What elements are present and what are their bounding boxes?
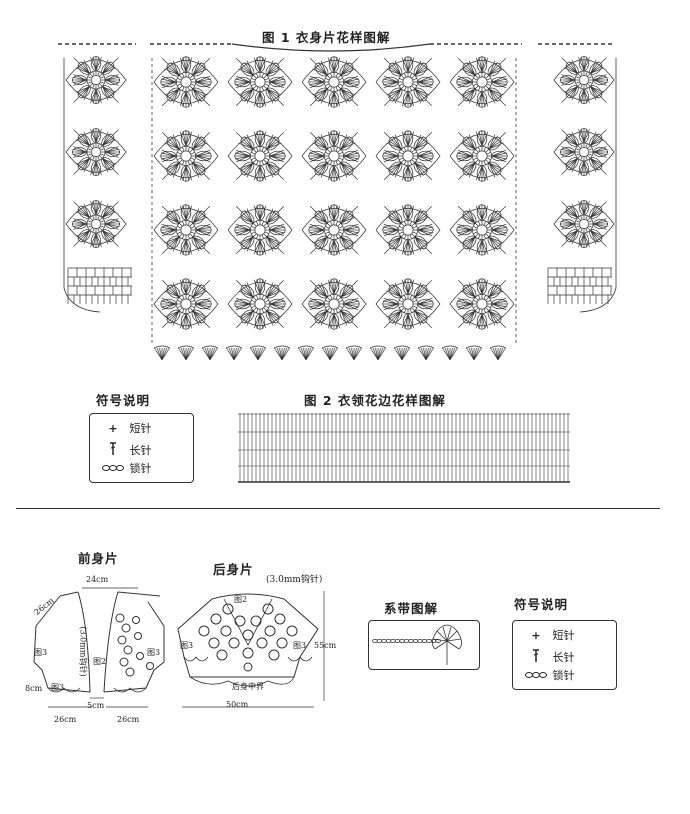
legend-row-double: 长针 (523, 647, 575, 665)
block-stitch-rows (67, 267, 132, 304)
flower-motif (375, 204, 441, 256)
front-vertical-hook-note: (3.0mm钩针) (78, 626, 88, 677)
flower-motif (153, 204, 219, 256)
flower-motif (227, 278, 293, 330)
flower-motif (65, 199, 127, 249)
right-front-panel-pattern (547, 55, 617, 313)
section-divider (16, 508, 660, 509)
legend-label: 短针 (129, 422, 152, 435)
symbol-legend-title-bottom: 符号说明 (514, 597, 569, 612)
single-crochet-icon: + (531, 629, 541, 642)
hook-size-note: (3.0mm钩针) (266, 575, 323, 585)
legend-row-single: + 短针 (523, 627, 575, 643)
front-bottom-left-width: 26cm (54, 715, 77, 724)
symbol-legend-title: 符号说明 (96, 393, 151, 408)
front-center-gap: 5cm (87, 701, 105, 710)
flower-motif (153, 56, 219, 108)
back-piece-title: 后身片 (213, 562, 254, 577)
flower-motif (449, 56, 515, 108)
chain-stitch-icon (523, 669, 549, 682)
flower-motif (153, 278, 219, 330)
flower-motif (65, 127, 127, 177)
back-height: 55cm (314, 641, 337, 650)
front-top-width: 24cm (86, 575, 109, 584)
legend-label: 锁针 (552, 669, 575, 682)
flower-motif (65, 55, 127, 105)
single-crochet-icon: + (108, 422, 118, 435)
collar-edging-chart (238, 413, 570, 483)
flower-motif (375, 56, 441, 108)
legend-row-double: 长针 (100, 440, 152, 458)
legend-row-single: + 短针 (100, 420, 152, 436)
front-piece-schematic (33, 587, 165, 708)
legend-label: 锁针 (129, 462, 152, 475)
front-fig3-label-c: 图3 (147, 648, 161, 657)
flower-motif (449, 278, 515, 330)
flower-motif (301, 130, 367, 182)
flower-motif (227, 56, 293, 108)
symbol-legend-box-bottom: + 短针 长针 锁针 (512, 620, 617, 690)
flower-motif (227, 130, 293, 182)
flower-motif (553, 127, 615, 177)
back-piece-schematic (177, 591, 325, 708)
front-bottom-right-width: 26cm (117, 715, 140, 724)
legend-label: 短针 (552, 629, 575, 642)
legend-label: 长针 (129, 444, 152, 457)
flower-motif (375, 278, 441, 330)
legend-label: 长针 (552, 651, 575, 664)
front-side-length: 8cm (25, 684, 43, 693)
flower-motif (449, 204, 515, 256)
flower-motif (153, 130, 219, 182)
back-center-line-label: 后身中界 (232, 682, 264, 691)
left-front-panel-pattern (63, 55, 132, 313)
legend-row-chain: 锁针 (523, 667, 575, 683)
tie-diagram-box (368, 620, 480, 670)
symbol-legend-box: + 短针 长针 锁针 (89, 413, 194, 483)
back-fig2-label: 图2 (234, 595, 248, 604)
chain-stitch-icon (100, 462, 126, 475)
front-fig3-label-b: 图3 (51, 683, 65, 692)
front-fig2-label: 图2 (93, 657, 107, 666)
flower-motif (301, 56, 367, 108)
flower-motif (553, 199, 615, 249)
double-crochet-icon (100, 440, 126, 457)
top-dashed-edges (58, 43, 614, 52)
flower-motif (301, 204, 367, 256)
flower-motif (227, 204, 293, 256)
flower-motif (301, 278, 367, 330)
tie-chain-cord-icon (372, 624, 462, 665)
tie-diagram-title: 系带图解 (384, 601, 439, 616)
figure2-title: 图 2 衣领花边花样图解 (304, 393, 446, 408)
collar-stitch-columns (238, 413, 570, 483)
back-fig3-label-a: 图3 (180, 641, 194, 650)
figure1-title: 图 1 衣身片花样图解 (262, 30, 391, 45)
flower-motif (375, 130, 441, 182)
back-width: 50cm (226, 700, 249, 709)
front-fig3-label-a: 图3 (34, 648, 48, 657)
flower-motif (449, 130, 515, 182)
back-fig3-label-b: 图3 (293, 641, 307, 650)
block-stitch-rows (547, 267, 612, 304)
shell-edge (153, 345, 507, 361)
legend-row-chain: 锁针 (100, 460, 152, 476)
front-piece-title: 前身片 (78, 551, 119, 566)
flower-motif (553, 55, 615, 105)
double-crochet-icon (523, 647, 549, 664)
back-panel-pattern (151, 56, 517, 361)
